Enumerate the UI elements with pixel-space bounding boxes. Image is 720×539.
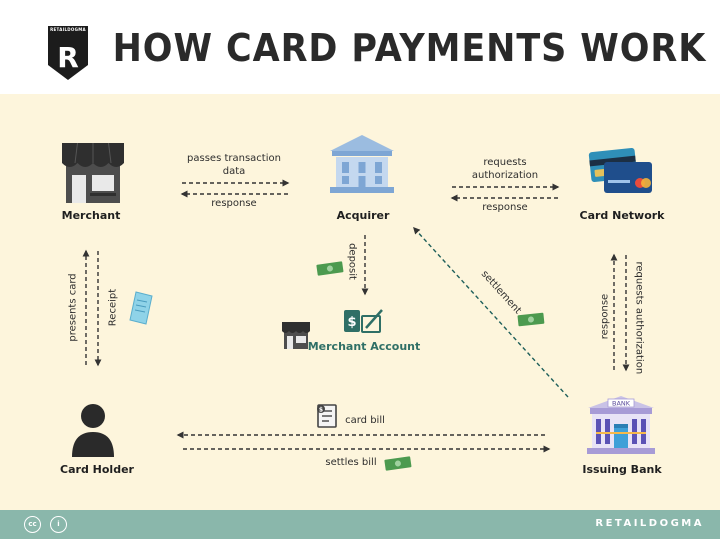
svg-text:$: $	[347, 315, 356, 330]
small-storefront-icon	[282, 322, 310, 349]
issuing-bank-icon: BANK	[587, 396, 655, 454]
logo-wordmark: RETAILDOGMA	[50, 27, 86, 32]
page-title: HOW CARD PAYMENTS WORK	[112, 26, 706, 70]
bank-sign-text: BANK	[612, 400, 631, 408]
bill-icon: $	[317, 404, 337, 428]
person-icon	[72, 404, 114, 457]
label-passes-transaction-data: passes transaction data	[187, 153, 281, 177]
label-response-bank: response	[599, 293, 611, 340]
storefront-icon	[62, 142, 124, 203]
retaildogma-logo: R	[48, 26, 88, 80]
cash-icon-settlement	[517, 312, 545, 327]
label-presents-card: presents card	[67, 273, 79, 342]
label-requests-authorization-bank: requests authorization	[633, 261, 645, 375]
label-requests-authorization: requests authorization	[471, 157, 539, 181]
label-response-merchant: response	[211, 198, 257, 209]
credit-cards-icon	[588, 147, 652, 193]
svg-text:$: $	[319, 407, 323, 414]
header: R RETAILDOGMA HOW CARD PAYMENTS WORK	[0, 0, 720, 94]
label-settles-bill: settles bill	[325, 457, 377, 468]
cash-icon-settles-bill	[384, 456, 412, 471]
creative-commons-icon: cc	[24, 516, 41, 533]
node-label-card-holder: Card Holder	[60, 463, 134, 476]
node-label-card-network: Card Network	[579, 209, 665, 222]
logo-letter: R	[57, 41, 79, 74]
label-receipt: Receipt	[107, 288, 119, 327]
attribution-icon: i	[50, 516, 67, 533]
bank-building-icon	[330, 135, 394, 193]
label-card-bill: card bill	[345, 415, 385, 426]
receipt-icon	[129, 291, 153, 325]
cash-icon-deposit	[316, 261, 344, 276]
node-label-merchant-account: Merchant Account	[307, 340, 421, 353]
footer-brand: RETAILDOGMA	[595, 518, 704, 529]
node-label-acquirer: Acquirer	[336, 209, 390, 222]
arrow-settlement	[413, 226, 569, 398]
label-deposit: deposit	[346, 243, 358, 280]
node-label-merchant: Merchant	[61, 209, 121, 222]
cheque-icon: $	[344, 309, 383, 333]
label-response-network: response	[482, 202, 528, 213]
footer-bar: cc i RETAILDOGMA	[0, 510, 720, 539]
node-label-issuing-bank: Issuing Bank	[582, 463, 662, 476]
